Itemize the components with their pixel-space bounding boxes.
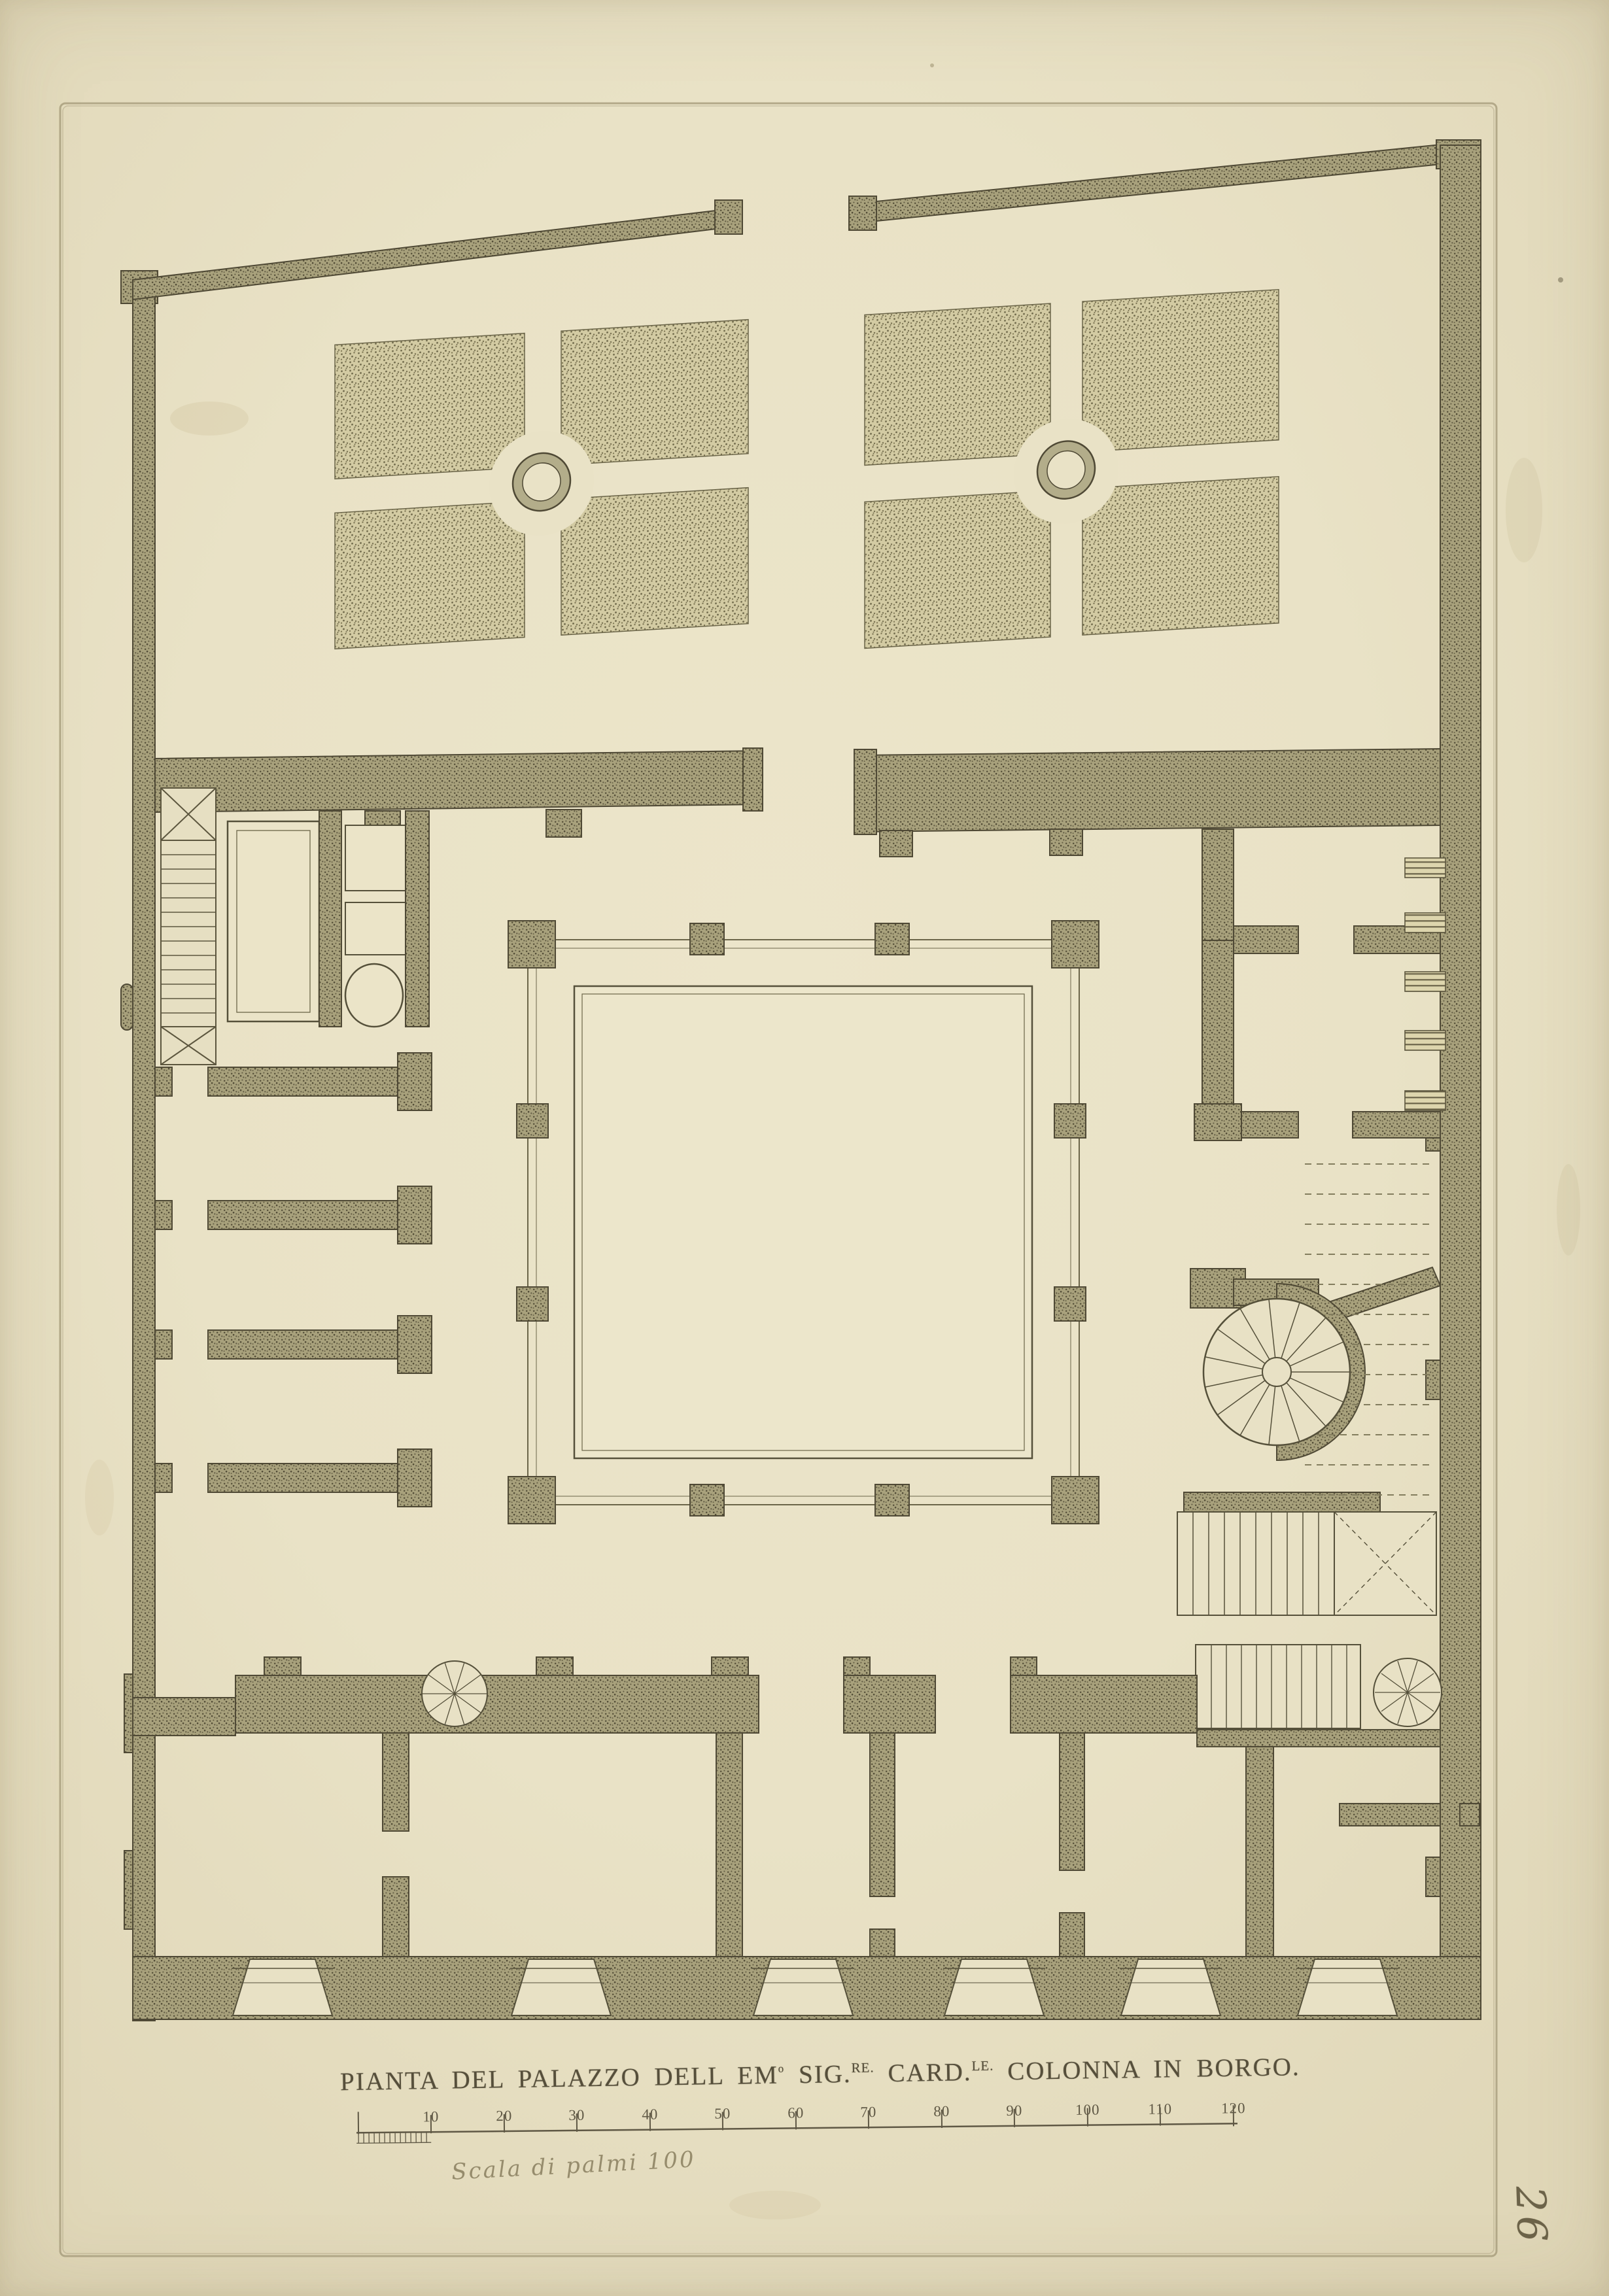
bottom-wing [132, 1656, 1481, 2020]
scale-tick-label: 100 [1075, 2101, 1100, 2117]
foxing-spots [85, 63, 1580, 2219]
garden-parterre-left [334, 318, 749, 650]
scale-tick-label: 50 [714, 2105, 731, 2121]
pier-capital [264, 1656, 302, 1676]
pier-capital [1194, 1103, 1242, 1141]
scale-tick-label: 80 [933, 2103, 950, 2119]
title-superscript: LE. [971, 2057, 994, 2074]
scale-tick-label: 70 [860, 2104, 876, 2120]
pier-capital [397, 1315, 432, 1374]
small-room [345, 902, 406, 955]
pier-capital [397, 1186, 432, 1244]
courtyard-open-court [573, 985, 1033, 1460]
pier-capital [536, 1656, 574, 1676]
chapel-room [226, 820, 320, 1023]
central-courtyard [508, 920, 1099, 1524]
right-wing [1177, 829, 1446, 1747]
scale-tick-label: 30 [568, 2107, 585, 2123]
garden-wall-top-right [850, 143, 1449, 225]
parterre-bed [864, 303, 1051, 466]
north-wall-left-segment [154, 749, 762, 814]
arcade-pier [1054, 1103, 1086, 1139]
title-superscript: RE. [851, 2059, 874, 2076]
spiral-staircase-large [1202, 1297, 1351, 1447]
parterre-bed [334, 332, 525, 480]
title-text: CARD. [888, 2058, 972, 2088]
arcade-pier [689, 923, 725, 955]
scale-tick-label: 60 [787, 2104, 804, 2121]
arcade-pier [689, 1484, 725, 1516]
outer-wall-left [132, 279, 156, 2021]
scale-tick-label: 90 [1006, 2102, 1022, 2119]
scale-tick-label: 20 [496, 2108, 512, 2124]
corner-pier [508, 1476, 556, 1524]
arcade-pier [516, 1286, 549, 1322]
garden-parterre-right [864, 288, 1279, 649]
scale-bar: 10 20 30 40 50 60 70 80 90 100 110 120 [356, 2100, 1246, 2144]
scale-tick-label: 110 [1148, 2100, 1172, 2117]
parterre-bed [561, 318, 749, 466]
arcade-pier [874, 923, 910, 955]
corner-pier [1051, 1476, 1099, 1524]
gate-pier [714, 199, 743, 235]
door-jamb [879, 830, 913, 857]
north-range-walls [154, 747, 1441, 857]
scale-tick-label: 10 [423, 2108, 439, 2125]
arcade-pier [1054, 1286, 1086, 1322]
corner-pier [508, 920, 556, 968]
service-block-left [160, 787, 430, 1065]
title-superscript: o [778, 2062, 786, 2075]
south-range-north-wall [235, 1675, 759, 1734]
small-room [345, 825, 406, 891]
radial-stair-small-left [421, 1660, 488, 1727]
wall-niches [1404, 857, 1446, 1111]
pier-capital [711, 1656, 749, 1676]
parterre-bed [1082, 475, 1279, 636]
garden-wall-top-left [132, 207, 738, 301]
gate-pier [848, 196, 877, 231]
parterre-bed [864, 490, 1051, 649]
title-text: SIG. [798, 2059, 852, 2089]
plate-mark [59, 102, 1498, 2257]
parterre-bed [1082, 288, 1279, 453]
oval-vestibule [344, 963, 404, 1028]
outer-wall-right [1440, 145, 1481, 2020]
handwritten-page-number: 26 [1506, 2185, 1557, 2247]
arcade-pier [516, 1103, 549, 1139]
parterre-bed [561, 487, 749, 636]
door-jamb [1049, 829, 1083, 856]
lower-staircase [1195, 1644, 1442, 1747]
stylobate-outline [527, 939, 1080, 1505]
scale-tick-label: 40 [642, 2106, 658, 2123]
scale-tick-label: 120 [1221, 2100, 1246, 2116]
ramp-hall-steps [1305, 1163, 1432, 1496]
title-text: COLONNA IN BORGO. [1007, 2053, 1300, 2086]
left-wing-walls [154, 1052, 432, 1507]
arcade-pier [874, 1484, 910, 1516]
pier-capital [397, 1448, 432, 1507]
title-text: PIANTA DEL PALAZZO DELL EM [339, 2061, 779, 2097]
corner-pier [1051, 920, 1099, 968]
scale-bar-subdivisions [356, 2132, 432, 2144]
window-embrasures [232, 1959, 1398, 2016]
north-wall-right-segment [857, 747, 1441, 833]
courtyard-piers [508, 920, 1099, 1524]
grand-staircase-flight [1177, 1511, 1437, 1616]
perimeter-walls [120, 139, 1481, 2021]
door-jamb [545, 809, 582, 838]
parterre-bed [334, 500, 525, 650]
pier-capital [397, 1052, 432, 1111]
